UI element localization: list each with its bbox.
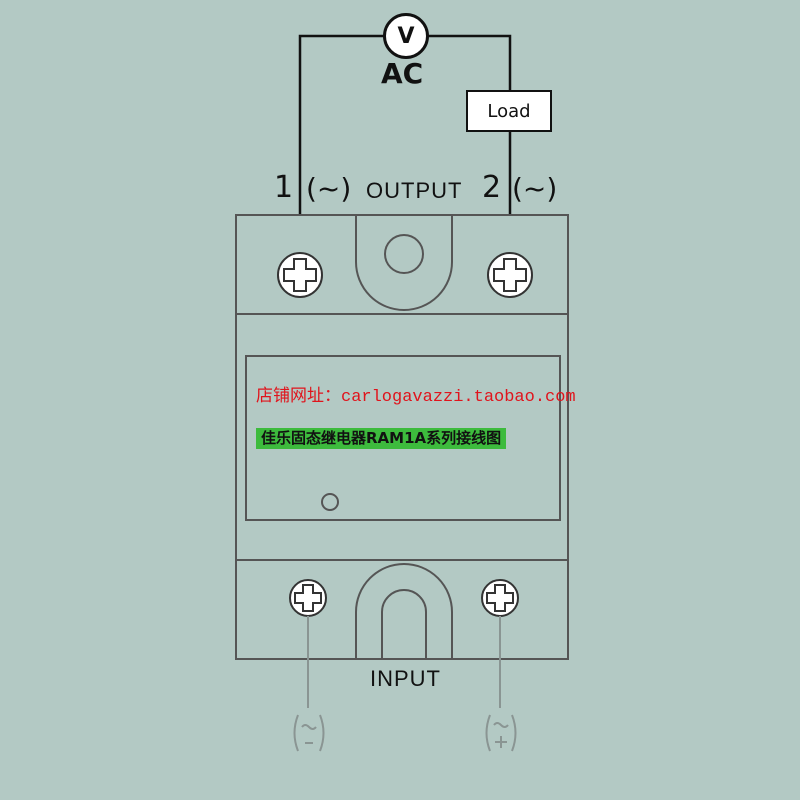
terminal-2-ac-symbol: (~): [512, 172, 558, 205]
terminal-1-screw-icon: [277, 252, 323, 298]
terminal-2-screw-icon: [487, 252, 533, 298]
voltmeter-label: V: [397, 23, 415, 49]
top-mount-slot: [355, 215, 453, 311]
indicator-led: [321, 493, 339, 511]
load-box: Load: [466, 90, 552, 132]
input-label: INPUT: [370, 666, 441, 691]
top-mount-hole: [384, 234, 424, 274]
bottom-mount-inner: [381, 589, 427, 659]
input-lead-wires: [307, 616, 501, 708]
input-terminal-plus-screw-icon: [481, 579, 519, 617]
shop-url-text: 店铺网址：carlogavazzi.taobao.com: [256, 388, 576, 407]
voltmeter-icon: V: [383, 13, 429, 59]
input-minus-symbol-icon: [293, 714, 325, 752]
input-plus-symbol-icon: [485, 714, 517, 752]
ac-label: AC: [381, 57, 424, 90]
bottom-mount-outer: [355, 563, 453, 659]
terminal-1-ac-symbol: (~): [306, 172, 352, 205]
terminal-1-label: 1: [274, 170, 294, 205]
input-terminal-minus-screw-icon: [289, 579, 327, 617]
wiring-diagram-title: 佳乐固态继电器RAM1A系列接线图: [256, 428, 507, 449]
terminal-2-label: 2: [482, 170, 502, 205]
load-label: Load: [487, 100, 531, 122]
output-label: OUTPUT: [366, 178, 463, 203]
